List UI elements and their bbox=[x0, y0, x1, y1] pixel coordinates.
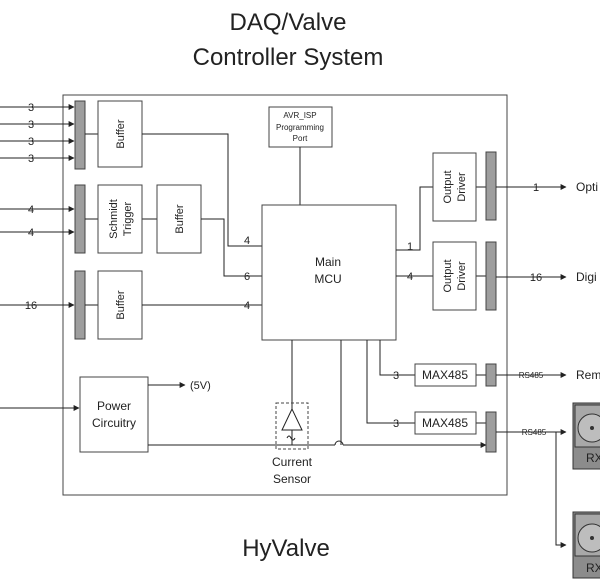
mcu-input-lines bbox=[142, 133, 262, 306]
mcu-output-lines bbox=[366, 186, 486, 424]
mcu-label-2: MCU bbox=[314, 272, 341, 286]
schmitt-label-1: Schmidt bbox=[108, 199, 120, 239]
bus-label-in4: 3 bbox=[28, 153, 34, 165]
max485-2 bbox=[414, 411, 477, 435]
output-driver-2-label-2: Driver bbox=[456, 261, 468, 291]
bus-label-out2: 16 bbox=[530, 272, 542, 284]
power-out-label: (5V) bbox=[190, 380, 211, 392]
bus-label-mcu-in2: 6 bbox=[244, 271, 250, 283]
bus-label-mcu-out1: 1 bbox=[407, 241, 413, 253]
buffer-mid-label: Buffer bbox=[174, 204, 186, 233]
bus-label-in5: 4 bbox=[28, 204, 34, 216]
buffer-top bbox=[97, 100, 143, 168]
right-label-out3: Rem bbox=[576, 368, 600, 382]
avr-label-2: Programming bbox=[276, 123, 324, 132]
connector-right-2 bbox=[485, 241, 497, 311]
bus-label-in3: 3 bbox=[28, 136, 34, 148]
connector-right-4 bbox=[485, 411, 497, 453]
max485-1 bbox=[414, 363, 477, 387]
right-label-out1: Opti bbox=[576, 180, 598, 194]
buffer-mid bbox=[156, 184, 202, 254]
bus-label-max2-in: 3 bbox=[393, 418, 399, 430]
buffer-top-label: Buffer bbox=[115, 119, 127, 148]
connector-left-3 bbox=[74, 270, 86, 340]
power-circuitry bbox=[79, 376, 149, 453]
output-driver-2-label-1: Output bbox=[442, 259, 454, 292]
buffer-bottom-label: Buffer bbox=[115, 290, 127, 319]
footer-label: HyValve bbox=[242, 535, 330, 562]
current-sensor-label-1: Current bbox=[272, 455, 313, 469]
mcu-label-1: Main bbox=[315, 255, 341, 269]
bus-label-rs485-1: RS485 bbox=[519, 371, 544, 380]
connector-left-1 bbox=[74, 100, 86, 170]
max485-2-label: MAX485 bbox=[422, 416, 468, 430]
bus-label-mcu-in3: 4 bbox=[244, 300, 250, 312]
output-lines-right bbox=[496, 184, 567, 548]
right-label-out2: Digi bbox=[576, 270, 597, 284]
avr-label-1: AVR_ISP bbox=[283, 111, 316, 120]
current-sensor-label-2: Sensor bbox=[273, 472, 311, 486]
avr-label-3: Port bbox=[293, 134, 308, 143]
output-driver-1-label-2: Driver bbox=[456, 172, 468, 202]
current-sensor-box bbox=[275, 402, 309, 450]
connector-right-1 bbox=[485, 151, 497, 221]
current-sensor-symbol bbox=[281, 407, 303, 441]
bus-label-rs485-2: RS485 bbox=[522, 428, 547, 437]
rx-label-2: RX bbox=[586, 561, 600, 575]
title-line1: DAQ/Valve bbox=[230, 9, 347, 36]
bus-label-mcu-out2: 4 bbox=[407, 271, 413, 283]
system-enclosure bbox=[62, 94, 508, 496]
rx-device-1 bbox=[572, 402, 600, 470]
bus-label-in7: 16 bbox=[25, 300, 37, 312]
bus-label-in2: 3 bbox=[28, 119, 34, 131]
output-driver-1 bbox=[432, 152, 477, 222]
input-lines-top bbox=[0, 104, 80, 411]
power-label-2: Circuitry bbox=[92, 416, 136, 430]
bus-label-out1: 1 bbox=[533, 182, 539, 194]
bus-label-in1: 3 bbox=[28, 102, 34, 114]
rx-label-1: RX bbox=[586, 451, 600, 465]
buffer-bottom bbox=[97, 270, 143, 340]
title-line2: Controller System bbox=[193, 44, 384, 71]
output-driver-2 bbox=[432, 241, 477, 311]
bus-label-max1-in: 3 bbox=[393, 370, 399, 382]
connector-links bbox=[85, 133, 157, 306]
main-mcu bbox=[261, 204, 397, 341]
bus-label-mcu-in1: 4 bbox=[244, 235, 250, 247]
bus-label-in6: 4 bbox=[28, 227, 34, 239]
output-driver-1-label-1: Output bbox=[442, 170, 454, 203]
connector-left-2 bbox=[74, 184, 86, 254]
rx-device-2 bbox=[572, 511, 600, 579]
max485-1-label: MAX485 bbox=[422, 368, 468, 382]
schmitt-label-2: Trigger bbox=[122, 201, 134, 236]
power-label-1: Power bbox=[97, 399, 131, 413]
connector-right-3 bbox=[485, 363, 497, 387]
schmitt-trigger bbox=[97, 184, 143, 254]
